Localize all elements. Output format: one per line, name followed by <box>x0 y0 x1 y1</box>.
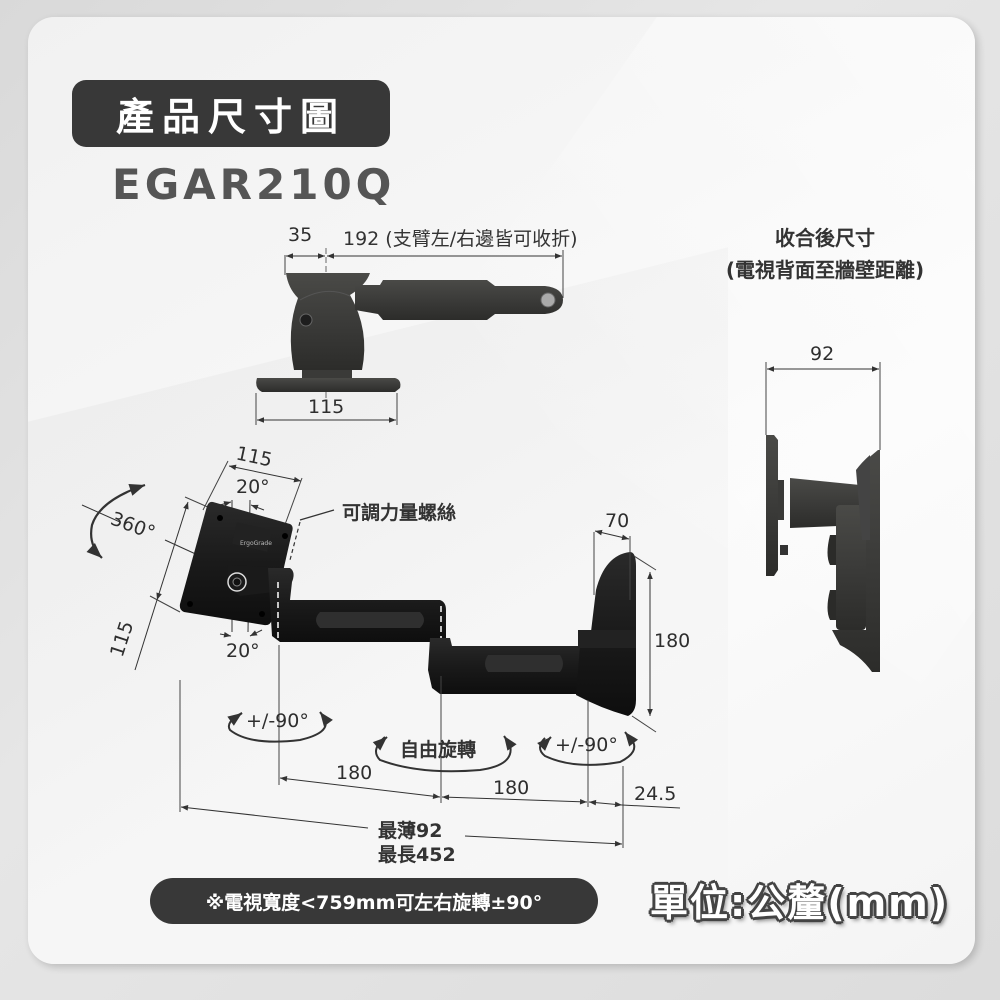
dim-top-192: 192 (支臂左/右邊皆可收折) <box>343 228 578 250</box>
swivel-middle-label: 自由旋轉 <box>400 739 477 761</box>
dim-arm2: 180 <box>493 777 530 799</box>
brand-logo: ErgoGrade <box>240 540 272 547</box>
page-title: 產品尺寸圖 <box>72 80 390 147</box>
collapsed-size-title: 收合後尺寸 (電視背面至牆壁距離) <box>690 222 960 286</box>
min-depth-label: 最薄92 <box>378 820 443 842</box>
swivel-left-label: +/-90° <box>246 710 309 732</box>
dim-wall-plate-depth: 70 <box>605 510 630 532</box>
dim-arm1: 180 <box>336 762 373 784</box>
model-number: EGAR210Q <box>112 160 396 209</box>
dim-wall-offset: 24.5 <box>634 783 677 805</box>
swivel-right-label: +/-90° <box>555 734 618 756</box>
tension-screw-label: 可調力量螺絲 <box>342 502 457 524</box>
unit-label: 單位:公釐(mm) <box>650 881 950 925</box>
collapsed-view-drawing <box>765 362 881 672</box>
tilt-up-angle: 20° <box>236 476 270 498</box>
top-view-drawing <box>255 248 564 425</box>
tv-width-note: ※電視寬度<759mm可左右旋轉±90° <box>150 878 598 924</box>
dim-wall-plate-height: 180 <box>654 630 691 652</box>
max-depth-label: 最長452 <box>378 844 456 866</box>
dim-collapsed-92: 92 <box>810 343 835 365</box>
tilt-down-angle: 20° <box>226 640 260 662</box>
main-view-drawing: ErgoGrade <box>81 460 681 848</box>
dim-base-115: 115 <box>308 396 345 418</box>
collapsed-title-line1: 收合後尺寸 <box>775 226 875 250</box>
collapsed-title-line2: (電視背面至牆壁距離) <box>725 258 925 282</box>
dim-top-35: 35 <box>288 224 313 246</box>
